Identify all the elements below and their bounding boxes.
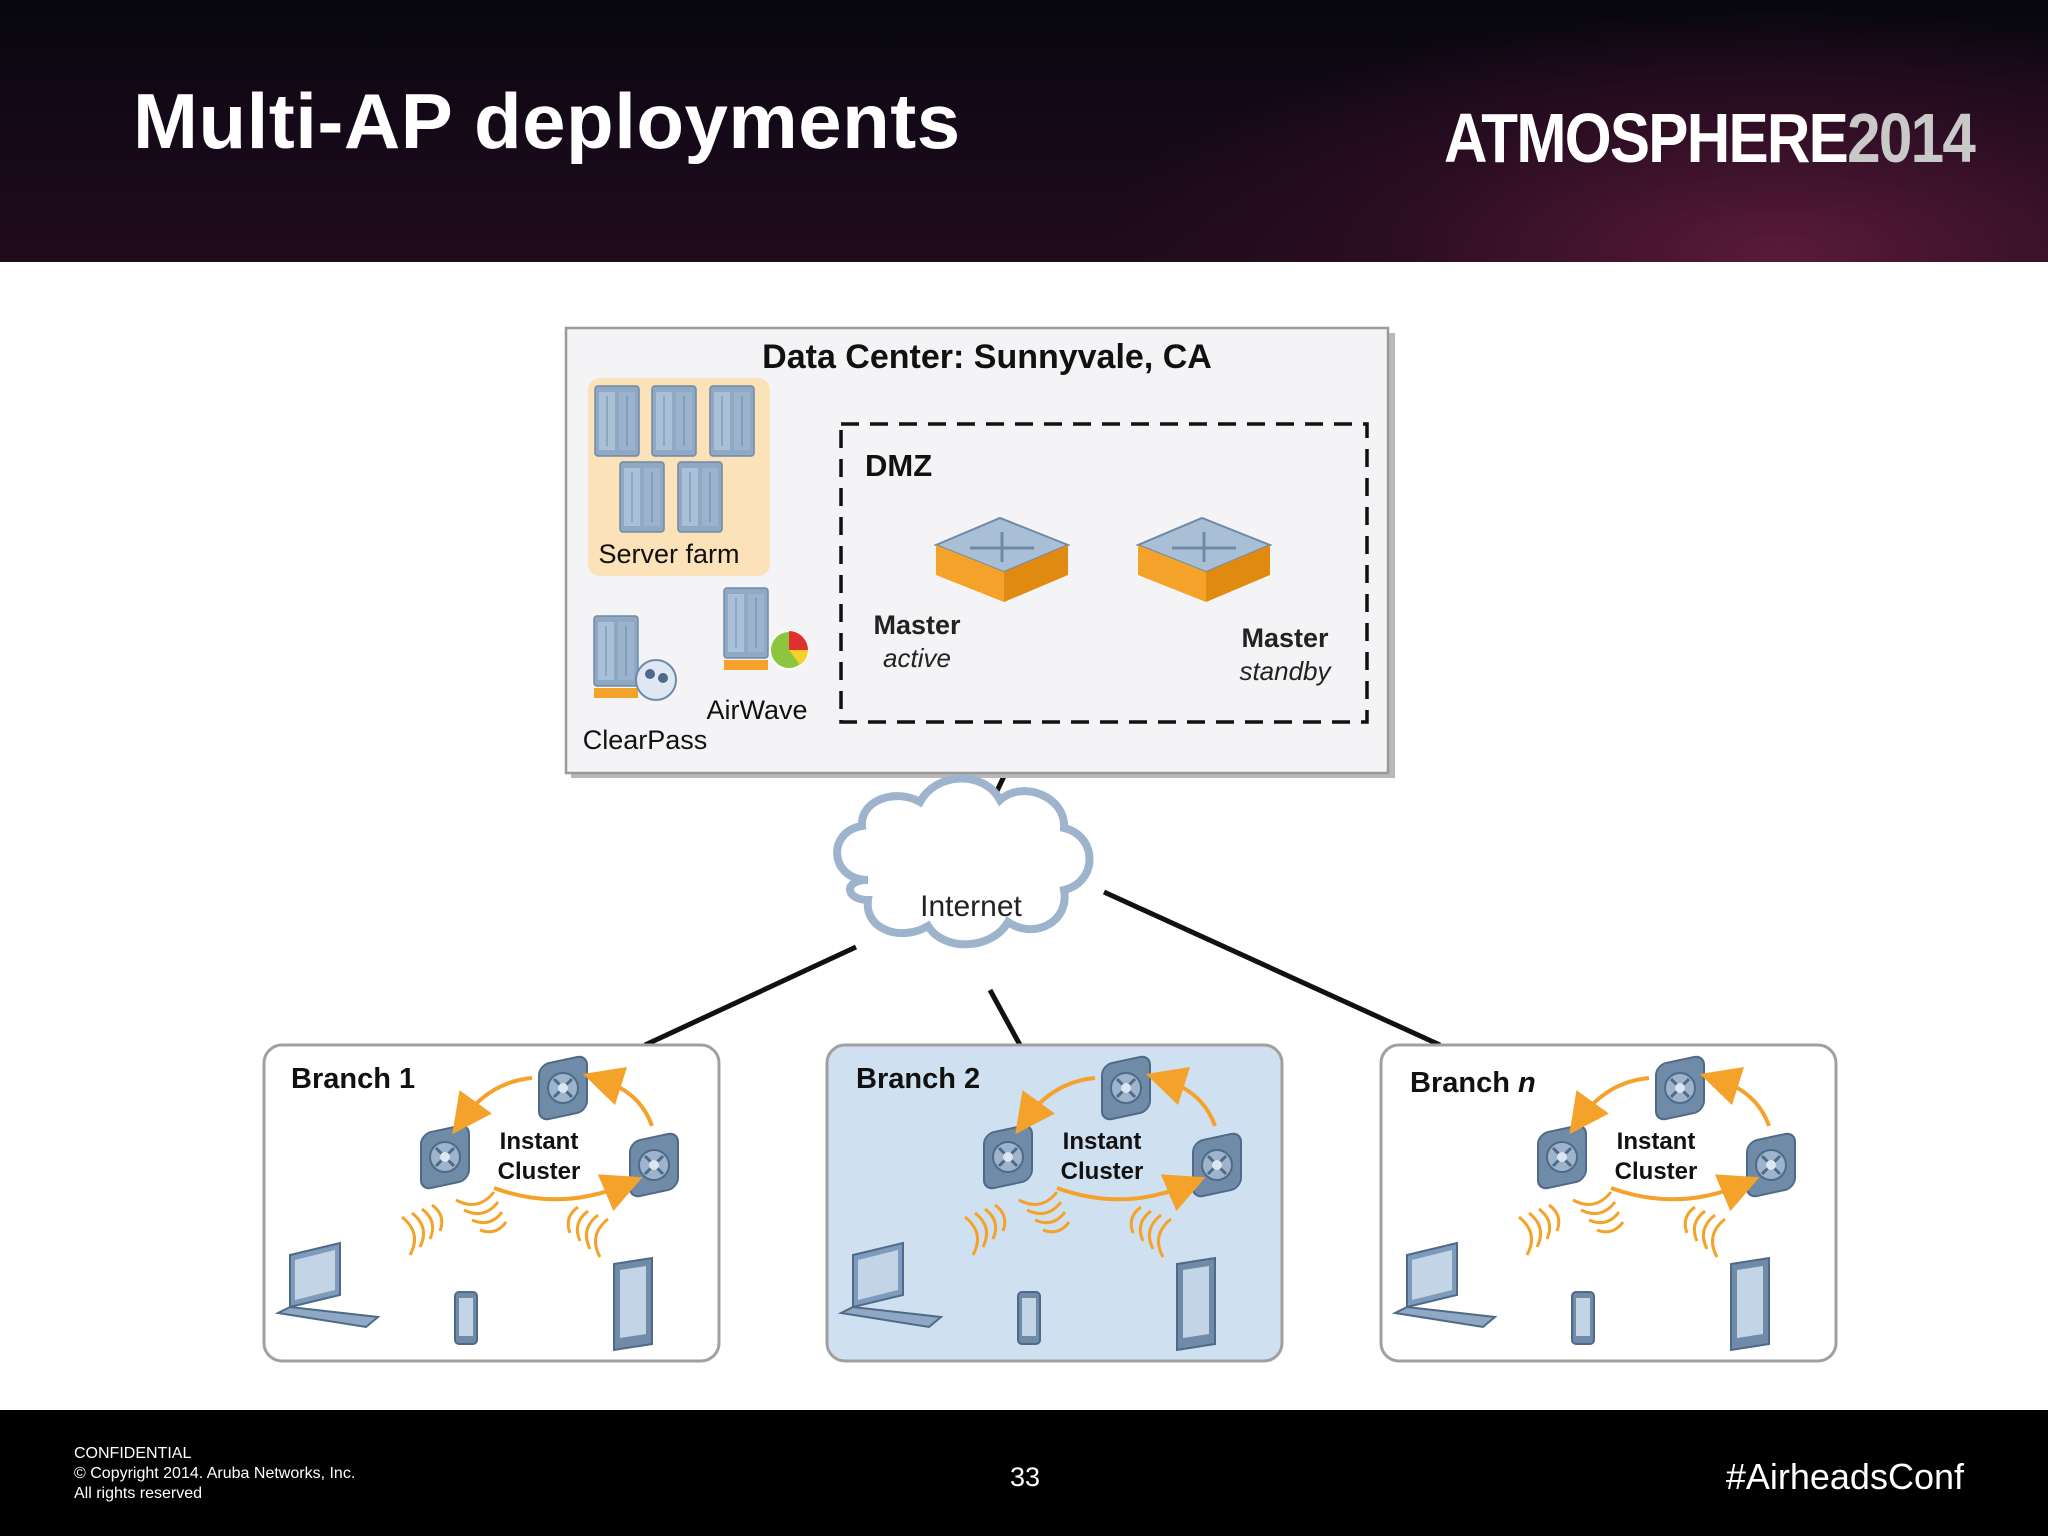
dmz-label: DMZ: [865, 448, 932, 483]
users-icon: [635, 659, 677, 701]
access-point-icon: [419, 1122, 471, 1192]
tablet-icon: [1730, 1257, 1770, 1351]
logo-year: 2014: [1847, 99, 1976, 177]
branch-n-title: Branch n: [1410, 1067, 1536, 1099]
branch-1-box: Branch 1 Instant Cluster: [262, 1043, 721, 1363]
internet-label: Internet: [920, 890, 1022, 923]
link-internet-branch2: [987, 988, 1023, 1047]
access-point-icon: [1191, 1130, 1243, 1200]
network-diagram: Data Center: Sunnyvale, CA Server farm C…: [262, 326, 1838, 1363]
branch-2-title: Branch 2: [856, 1063, 980, 1095]
access-point-icon: [982, 1122, 1034, 1192]
clearpass-server: ClearPass: [583, 615, 708, 755]
link-internet-branch1: [643, 944, 858, 1048]
phone-icon: [1017, 1291, 1041, 1345]
logo-word: ATMOSPHERE: [1444, 99, 1849, 177]
branch-n-title-prefix: Branch: [1410, 1067, 1518, 1099]
airwave-label: AirWave: [706, 695, 807, 725]
tablet-icon: [613, 1257, 653, 1351]
tablet-icon: [1176, 1257, 1216, 1351]
branch-1-cluster-line1: Instant: [500, 1128, 579, 1155]
branch-1-cluster-line2: Cluster: [498, 1158, 581, 1185]
access-point-icon: [1536, 1122, 1588, 1192]
dmz-zone: DMZ: [839, 422, 1369, 724]
branch-n-box: Branch n Instant Cluster: [1379, 1043, 1838, 1363]
rights-text: All rights reserved: [74, 1485, 203, 1502]
clearpass-label: ClearPass: [583, 725, 708, 755]
datacenter-title: Data Center: Sunnyvale, CA: [762, 338, 1212, 376]
master-standby-label: Master: [1241, 623, 1329, 653]
link-internet-branchn: [1102, 889, 1442, 1048]
master-active-label: Master: [873, 610, 961, 640]
atmosphere-logo: ATMOSPHERE2014: [1444, 98, 1976, 178]
master-active-state: active: [883, 643, 951, 673]
branch-n-cluster-line2: Cluster: [1615, 1158, 1698, 1185]
branch-n-title-italic: n: [1518, 1067, 1536, 1099]
internet-cloud: Internet: [833, 774, 1094, 949]
footer-legal: CONFIDENTIAL © Copyright 2014. Aruba Net…: [74, 1444, 355, 1504]
server-farm: Server farm: [588, 378, 770, 576]
access-point-icon: [1100, 1053, 1152, 1123]
branch-2-cluster-line2: Cluster: [1061, 1158, 1144, 1185]
server-farm-label: Server farm: [598, 539, 739, 569]
phone-icon: [1571, 1291, 1595, 1345]
branch-2-cluster-line1: Instant: [1063, 1128, 1142, 1155]
airwave-server: AirWave: [706, 587, 809, 725]
branch-1-title: Branch 1: [291, 1063, 415, 1095]
slide-title: Multi-AP deployments: [133, 77, 961, 165]
master-active-controller: [933, 516, 1071, 602]
pie-chart-icon: [769, 630, 809, 670]
copyright-text: © Copyright 2014. Aruba Networks, Inc.: [74, 1465, 356, 1482]
confidential-label: CONFIDENTIAL: [74, 1445, 192, 1462]
access-point-icon: [1745, 1130, 1797, 1200]
page-number: 33: [1010, 1462, 1041, 1492]
master-standby-state: standby: [1239, 656, 1332, 686]
access-point-icon: [1654, 1053, 1706, 1123]
phone-icon: [454, 1291, 478, 1345]
branch-2-box: Branch 2 Instant Cluster: [825, 1043, 1284, 1363]
hashtag: #AirheadsConf: [1725, 1456, 1964, 1497]
slide-header: Multi-AP deployments ATMOSPHERE2014: [0, 0, 2048, 262]
access-point-icon: [628, 1130, 680, 1200]
branch-n-cluster-line1: Instant: [1617, 1128, 1696, 1155]
access-point-icon: [537, 1053, 589, 1123]
slide-footer: CONFIDENTIAL © Copyright 2014. Aruba Net…: [0, 1410, 2048, 1536]
master-standby-controller: [1135, 516, 1273, 602]
